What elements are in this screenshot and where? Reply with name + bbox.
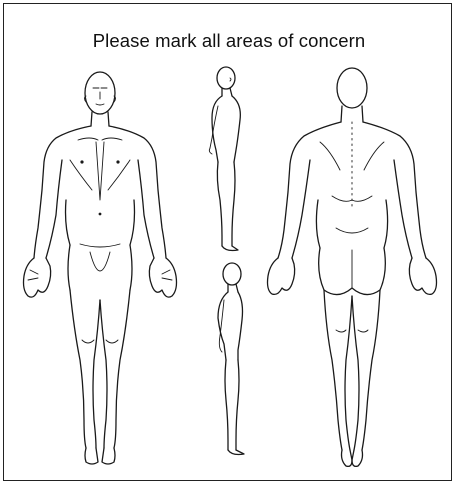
side-body-figure-upper[interactable] [209, 67, 240, 251]
back-body-figure[interactable] [268, 68, 437, 466]
side-body-figure-lower[interactable] [218, 263, 244, 455]
front-body-figure[interactable] [24, 72, 177, 464]
